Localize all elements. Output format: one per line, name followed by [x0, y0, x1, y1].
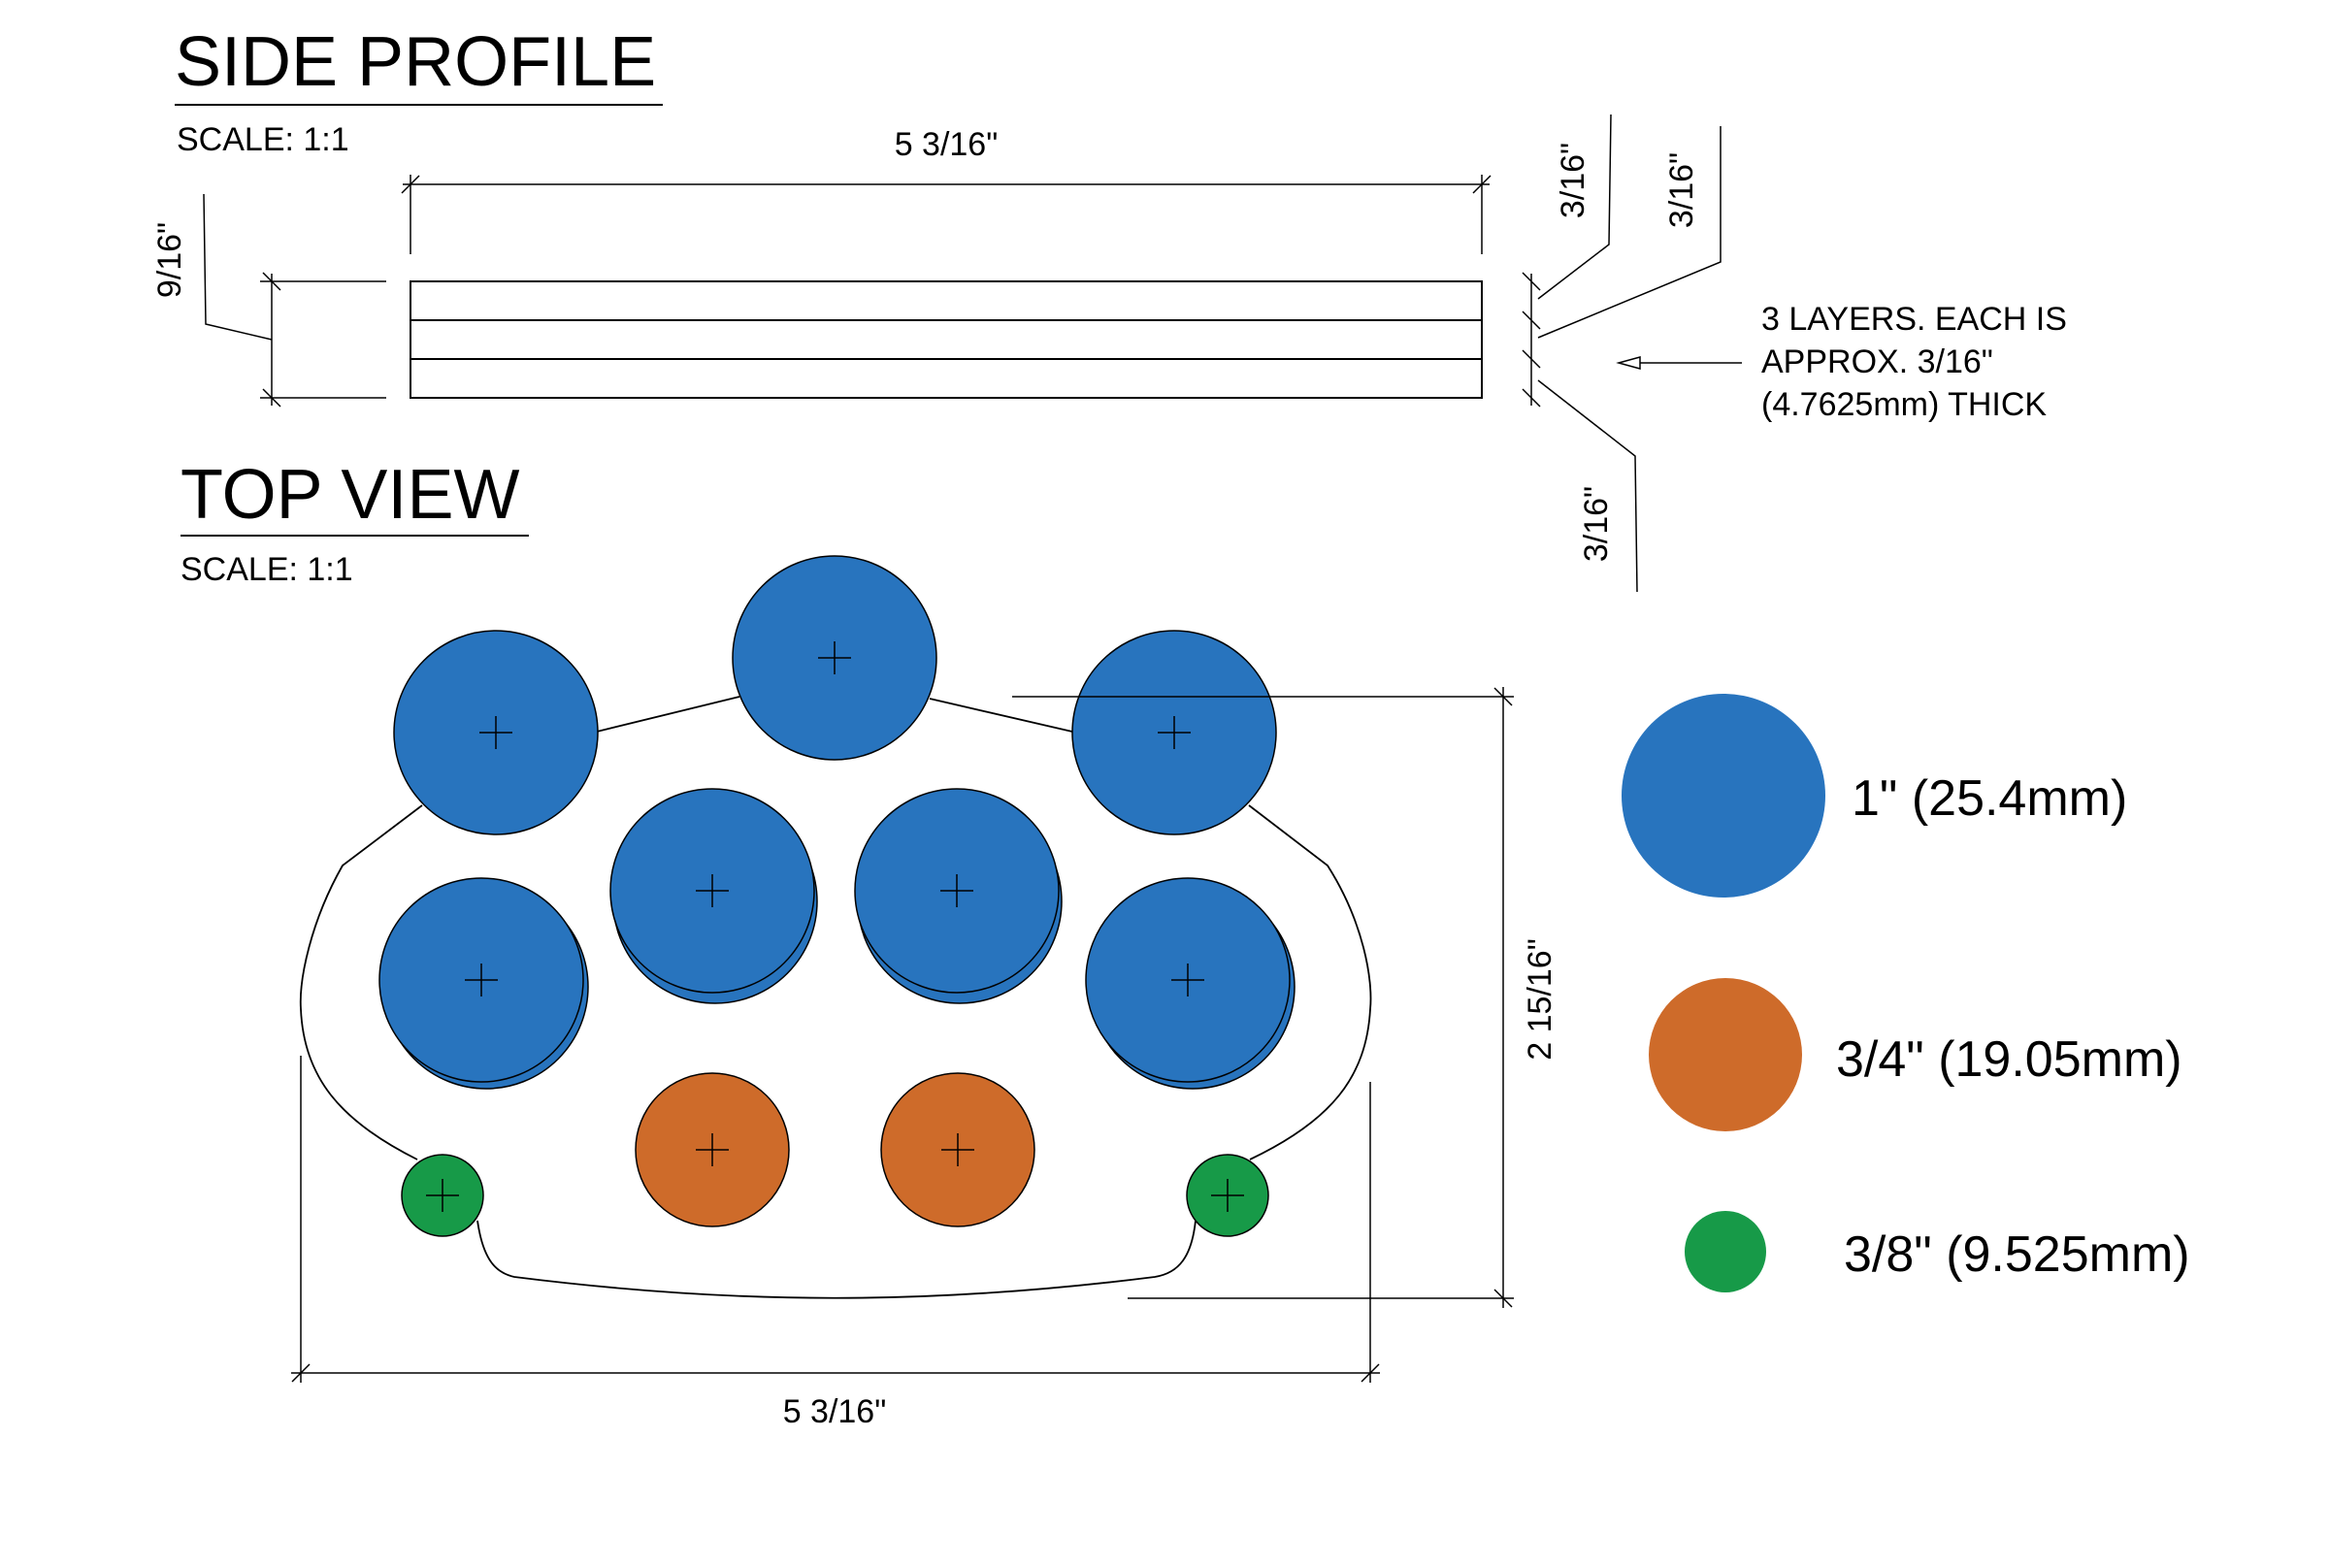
top-width-label: 5 3/16" — [783, 1393, 887, 1430]
legend-swatch-large — [1622, 694, 1825, 898]
medium-holes — [635, 1072, 1035, 1227]
legend-label-large: 1" (25.4mm) — [1852, 770, 2127, 827]
hole-large — [393, 630, 599, 835]
side-width-dimension — [401, 175, 1492, 254]
hole-medium — [880, 1072, 1035, 1227]
hole-size-legend: 1" (25.4mm) 3/4" (19.05mm) 3/8" (9.525mm… — [1622, 694, 2190, 1292]
layer-dim-label-3: 3/16" — [1578, 486, 1615, 562]
board-outline — [299, 696, 1372, 1299]
legend-swatch-medium — [1649, 978, 1802, 1131]
top-view-section: TOP VIEW SCALE: 1:1 — [180, 456, 1558, 1430]
hole-small — [1186, 1154, 1269, 1237]
top-height-dimension — [1012, 687, 1514, 1308]
hole-large — [378, 877, 589, 1090]
layer-note-line-2: APPROX. 3/16" — [1761, 343, 1993, 380]
legend-item-medium: 3/4" (19.05mm) — [1649, 978, 2182, 1131]
top-view-title: TOP VIEW — [180, 456, 519, 534]
layer-dim-label-1: 3/16" — [1555, 143, 1591, 218]
legend-item-small: 3/8" (9.525mm) — [1685, 1211, 2190, 1292]
side-profile-title: SIDE PROFILE — [175, 23, 656, 101]
side-height-dimension — [203, 193, 386, 408]
small-holes — [401, 1154, 1269, 1237]
top-width-dimension — [291, 1056, 1380, 1383]
side-height-label: 9/16" — [151, 222, 188, 298]
top-height-label: 2 15/16" — [1522, 938, 1558, 1061]
hole-large — [1085, 877, 1296, 1090]
legend-swatch-small — [1685, 1211, 1766, 1292]
top-view-scale: SCALE: 1:1 — [180, 551, 353, 588]
layer-dimension-ticks — [1522, 114, 1722, 593]
layer-note-line-3: (4.7625mm) THICK — [1761, 386, 2047, 423]
side-width-label: 5 3/16" — [895, 126, 999, 163]
hole-large — [1071, 630, 1277, 835]
layer-note-line-1: 3 LAYERS. EACH IS — [1761, 301, 2067, 338]
hole-large — [854, 788, 1063, 1004]
hole-large — [732, 555, 937, 761]
hole-medium — [635, 1072, 790, 1227]
hole-small — [401, 1154, 484, 1237]
large-holes — [378, 555, 1296, 1090]
layer-note-arrow — [1616, 356, 1742, 370]
side-profile-board — [410, 280, 1483, 399]
legend-item-large: 1" (25.4mm) — [1622, 694, 2127, 898]
side-profile-section: SIDE PROFILE SCALE: 1:1 5 3/16" 9/16" — [151, 23, 2067, 593]
legend-label-medium: 3/4" (19.05mm) — [1836, 1031, 2182, 1088]
legend-label-small: 3/8" (9.525mm) — [1844, 1226, 2190, 1283]
layer-dim-label-2: 3/16" — [1663, 152, 1700, 228]
hole-large — [609, 788, 818, 1004]
side-profile-scale: SCALE: 1:1 — [177, 121, 349, 158]
